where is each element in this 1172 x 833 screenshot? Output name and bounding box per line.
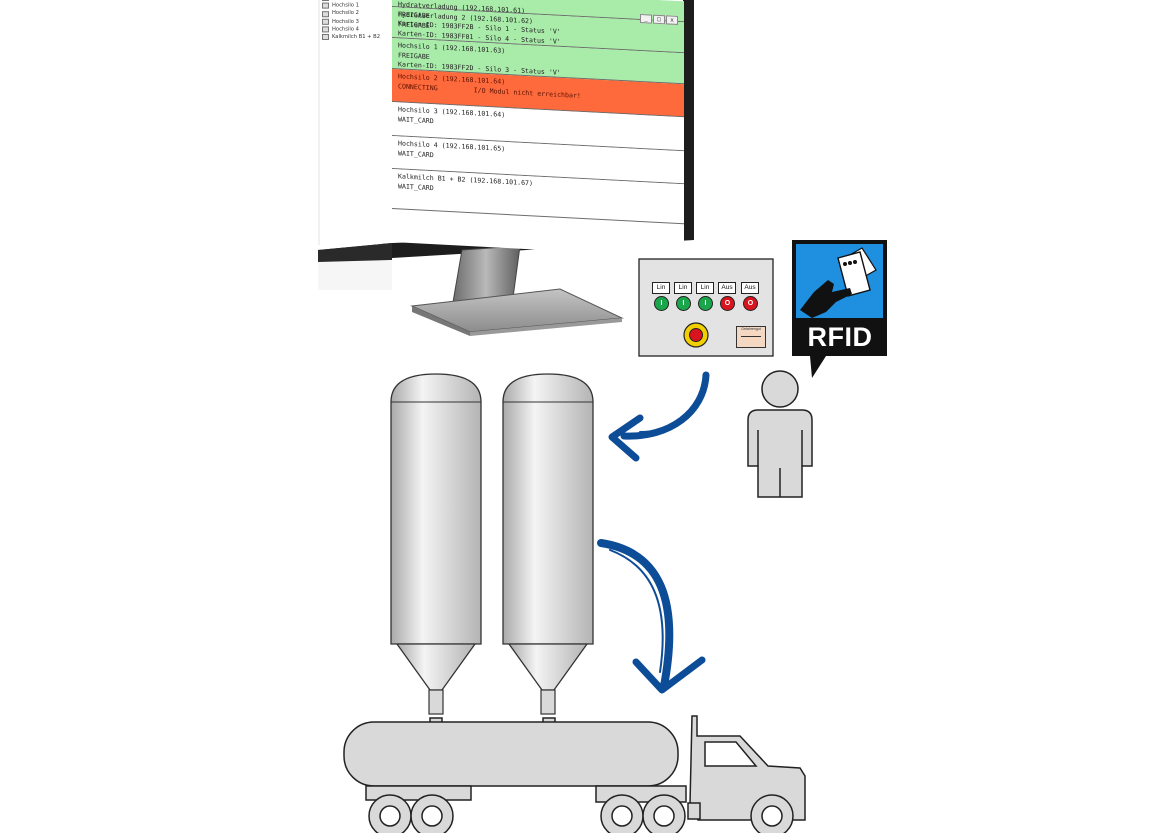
tree-item-label: Hochsilo 3 [332,18,359,25]
green-indicator-lamp: I [698,296,713,311]
rfid-card-icon [837,247,877,297]
tree-item-label: Hochsilo 2 [332,10,359,17]
panel-label: Lin [652,282,670,294]
node-icon [322,26,329,33]
panel-label: Aus [741,282,759,294]
node-icon [322,0,329,2]
panel-label: Aus [718,282,736,294]
red-indicator-lamp: O [743,296,758,311]
tree-item[interactable]: Hochsilo 1 [322,2,392,10]
tree-item[interactable]: Hochsilo 3 [322,17,392,25]
tree-item-label: Kalkmilch B1 + B2 [332,34,381,41]
station-list: Hydratverladung (192.168.101.61)FREIGABE… [392,0,684,225]
arrow-to-silo [608,371,710,462]
hand-icon [800,280,852,318]
node-icon [322,2,329,9]
close-button[interactable]: x [666,15,678,25]
tree-item[interactable]: Hochsilo 4 [322,25,392,33]
node-icon [322,18,329,25]
person-icon [747,370,813,498]
green-indicator-lamp: I [676,296,691,311]
silo-right [502,373,594,715]
tree-item[interactable]: Kalkmilch B1 + B2 [322,33,392,41]
tree-item-label: Hochsilo 1 [332,2,359,9]
tree-item-label: Hochsilo 4 [332,26,359,33]
green-indicator-lamp: I [654,296,669,311]
node-icon [322,34,329,41]
maximize-button[interactable]: □ [653,14,665,25]
tree-item[interactable]: Hochsilo 2 [322,10,392,18]
monitor [318,0,694,336]
panel-label: Lin [696,282,714,294]
hazard-label: Gefahrengut [736,326,766,348]
silo-left [390,373,482,715]
tree-item[interactable]: Hydratverladung 2 [322,0,392,2]
minimize-button[interactable]: _ [640,13,652,24]
tanker-truck [343,715,806,833]
station-status: CONNECTING [398,81,438,92]
node-icon [322,10,329,17]
hazard-label-text: Gefahrengut [741,327,761,331]
panel-label: Lin [674,282,692,294]
window-controls: _□x [640,13,678,25]
monitor-screen: Hydratverladung (192.168.101.61)FREIGABE… [392,0,684,258]
red-indicator-lamp: O [720,296,735,311]
tree-item-label: Hydratverladung 2 [332,0,381,2]
arrow-to-truck [597,539,706,694]
rfid-label: RFID [807,322,873,352]
rfid-badge [792,240,887,378]
